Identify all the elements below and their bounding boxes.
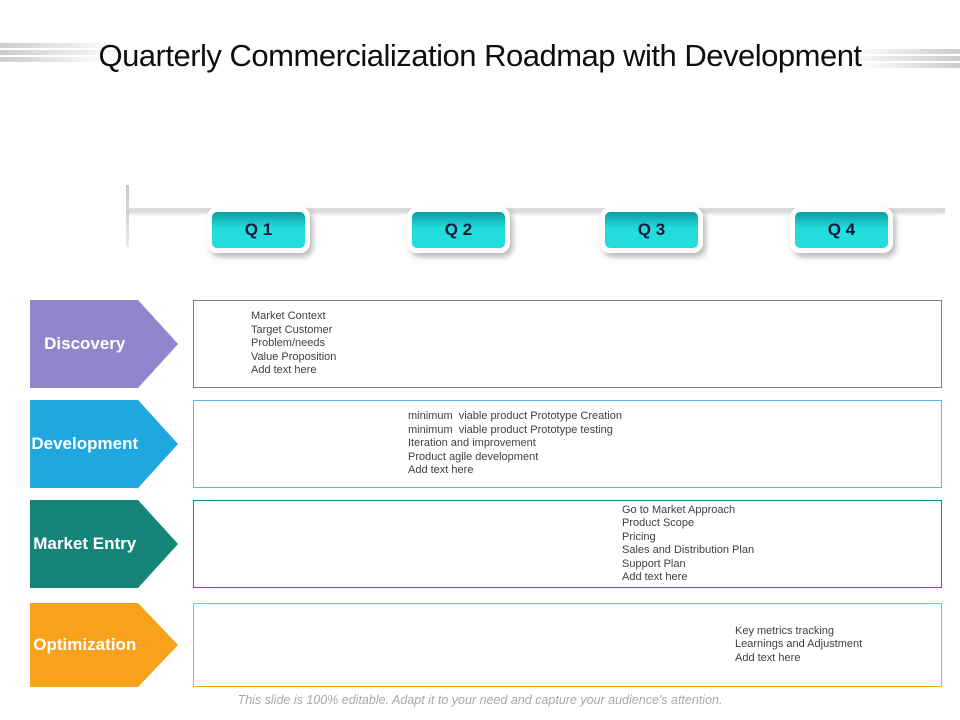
- phase-items: Market Context Target Customer Problem/n…: [251, 310, 337, 377]
- decor-stripe-top-right: [838, 56, 960, 61]
- phase-box-market-entry: Go to Market Approach Product Scope Pric…: [193, 500, 942, 588]
- quarter-marker-q3: Q 3: [600, 207, 703, 253]
- phase-arrow-development: Development: [30, 400, 178, 488]
- phase-arrow-market-entry: Market Entry: [30, 500, 178, 588]
- timeline-line: [127, 208, 945, 212]
- phase-label: Discovery: [44, 334, 126, 353]
- quarter-marker-q4: Q 4: [790, 207, 893, 253]
- phase-items: Go to Market Approach Product Scope Pric…: [622, 503, 755, 584]
- phase-label: Development: [31, 434, 139, 453]
- decor-stripe-top-right: [848, 49, 960, 54]
- phase-label: Optimization: [33, 635, 137, 654]
- timeline-vertical-tick: [126, 185, 129, 247]
- phase-box-optimization: Key metrics tracking Learnings and Adjus…: [193, 603, 942, 687]
- phase-arrow-optimization: Optimization: [30, 603, 178, 687]
- phase-items: minimum viable product Prototype Creatio…: [408, 410, 622, 477]
- quarter-label: Q 2: [444, 220, 473, 239]
- quarter-marker-q2: Q 2: [407, 207, 510, 253]
- phase-items: Key metrics tracking Learnings and Adjus…: [735, 624, 863, 664]
- quarter-marker-q1: Q 1: [207, 207, 310, 253]
- slide-title: Quarterly Commercialization Roadmap with…: [98, 38, 862, 73]
- decor-stripe-top-left: [0, 50, 128, 55]
- phase-box-discovery: Market Context Target Customer Problem/n…: [193, 300, 942, 388]
- decor-stripe-top-right: [860, 63, 960, 68]
- quarter-label: Q 1: [244, 220, 273, 239]
- phase-arrow-discovery: Discovery: [30, 300, 178, 388]
- phase-label: Market Entry: [33, 534, 137, 553]
- footer-note: This slide is 100% editable. Adapt it to…: [237, 693, 723, 707]
- quarter-label: Q 4: [827, 220, 856, 239]
- decor-stripe-top-left: [0, 43, 118, 48]
- phase-box-development: minimum viable product Prototype Creatio…: [193, 400, 942, 488]
- decor-stripe-top-left: [0, 57, 106, 62]
- quarter-label: Q 3: [637, 220, 666, 239]
